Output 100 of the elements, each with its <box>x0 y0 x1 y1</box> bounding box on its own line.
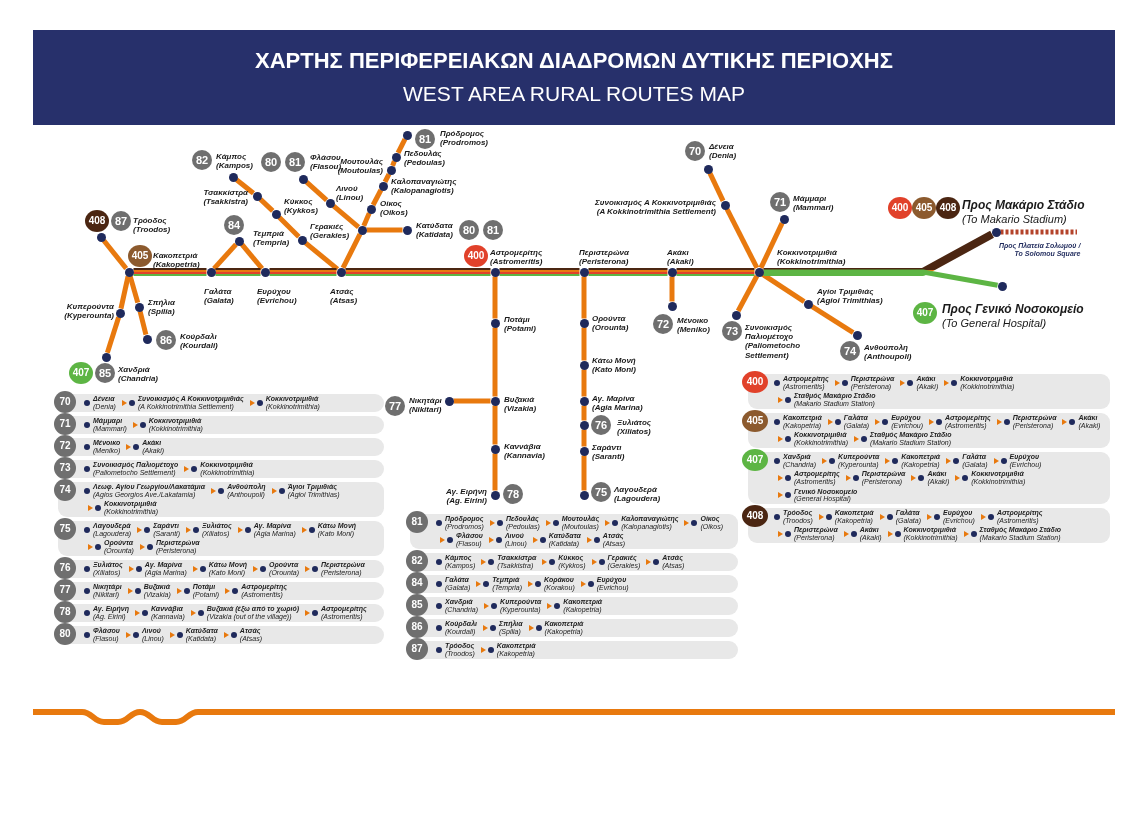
station-name-english: (Oikos) <box>380 208 408 218</box>
route-badge: 85 <box>95 363 115 383</box>
route-line <box>118 275 131 310</box>
station-name: Τσακκίστρα <box>203 188 248 198</box>
route-line <box>269 268 337 276</box>
station-name: Περιστερώνα <box>579 248 629 258</box>
station-name: Οίκος <box>380 199 403 209</box>
route-line <box>492 405 498 445</box>
station-name: Κάτω Μονή <box>592 356 636 366</box>
station-name: Ευρύχου <box>257 287 292 297</box>
route-line <box>492 453 498 491</box>
route-line <box>1000 229 1077 235</box>
station-name-english: (Vizakia) <box>504 404 537 414</box>
route-badge: 407 <box>913 302 937 324</box>
route-line <box>212 242 238 271</box>
route-badge: 76 <box>54 557 76 579</box>
route-badge: 78 <box>503 484 523 504</box>
station-name: Προς Γενικό Νοσοκομείο <box>942 303 1084 317</box>
route-badge: 74 <box>840 341 860 361</box>
route-line <box>366 227 403 233</box>
route-line <box>137 310 149 336</box>
route-line <box>127 275 141 304</box>
station-name: Πεδουλάς <box>404 149 443 159</box>
route-line <box>101 238 129 271</box>
route-line <box>581 405 587 421</box>
station-name: Αστρομερίτης <box>490 248 543 258</box>
route-badge: 71 <box>54 413 76 435</box>
route-line <box>215 268 261 276</box>
route-badge: 80 <box>459 220 479 240</box>
route-badge: 400 <box>742 371 768 393</box>
station-name-english: (Tempria) <box>253 238 290 248</box>
route-badge: 87 <box>111 211 131 231</box>
station-name: Κάμπος <box>216 152 248 162</box>
route-badge: 405 <box>912 197 936 219</box>
station-name: Κοκκινοτριμιθιά <box>777 248 838 258</box>
route-line <box>382 172 392 184</box>
station-name-english: (Linou) <box>336 193 364 203</box>
station-name: Λινού <box>336 184 359 194</box>
station-name: Αγίοι Τριμιθιάς <box>817 287 875 297</box>
route-line <box>669 276 675 302</box>
route-badge: 81 <box>483 220 503 240</box>
map-title: ΧΑΡΤΗΣ ΠΕΡΙΦΕΡΕΙΑΚΩΝ ΔΙΑΔΡΟΜΩΝ ΔΥΤΙΚΗΣ ΠΕΡΙΟΧΗΣ <box>254 48 894 74</box>
route-line <box>581 369 587 397</box>
route-badge: 408 <box>85 210 109 232</box>
station-name: Μουτουλάς <box>340 157 383 166</box>
route-line <box>277 215 301 239</box>
route-badge: 80 <box>54 623 76 645</box>
station-name-english: (Ag. Eirini) <box>445 496 487 506</box>
route-line <box>707 172 726 202</box>
route-line <box>676 268 755 276</box>
route-line <box>499 268 580 276</box>
route-badge: 78 <box>54 601 76 623</box>
route-line <box>763 269 998 288</box>
route-badge: 73 <box>722 321 742 341</box>
route-line <box>763 230 994 276</box>
route-badge: 80 <box>261 152 281 172</box>
route-badge: 400 <box>464 245 488 267</box>
route-badge: 81 <box>285 152 305 172</box>
route-badge: 408 <box>936 197 960 219</box>
station-name-english: (Paliometocho Settlement) <box>745 341 802 360</box>
station-name: Γαλάτα <box>204 287 233 297</box>
route-line <box>104 316 122 354</box>
station-name: Πρόδρομος <box>440 129 486 139</box>
route-line <box>810 304 855 335</box>
station-name: Βυζακιά <box>504 395 536 405</box>
route-badge: 72 <box>653 314 673 334</box>
station-name-english: (Akaki) <box>667 257 694 267</box>
station-name-english: (To General Hospital) <box>942 316 1048 330</box>
route-line <box>345 268 491 276</box>
station-name: Ανθούπολη <box>864 343 909 353</box>
route-badge: 86 <box>156 330 176 350</box>
station-name: Μάμμαρι <box>793 194 828 204</box>
route-badge: 74 <box>54 479 76 501</box>
station-name-english: (Galata) <box>204 296 234 306</box>
route-badge: 408 <box>742 505 768 527</box>
station-name-english: (Kampos) <box>216 161 253 171</box>
station-name-english: (Astromeritis) <box>490 257 543 267</box>
route-line <box>581 327 587 361</box>
route-line <box>581 429 587 447</box>
station-name: Καννάβια <box>504 442 542 452</box>
route-badge: 76 <box>591 415 611 435</box>
route-line <box>361 212 372 227</box>
route-line <box>492 276 498 319</box>
station-name-english: (Kokkinotrimithia) <box>777 257 846 267</box>
route-badge: 84 <box>406 572 428 594</box>
station-name-english: (Atsas) <box>330 296 358 306</box>
station-name: Σαράντι <box>592 443 623 453</box>
station-name: Συνοικισμός Α Κοκκινοτριμιθιάς <box>595 198 716 208</box>
station-name-english: (Denia) <box>709 151 737 161</box>
route-badge: 87 <box>406 638 428 660</box>
route-badge: 81 <box>406 511 428 533</box>
map-subtitle: WEST AREA RURAL ROUTES MAP <box>402 82 746 106</box>
route-line <box>370 188 384 207</box>
route-badge: 72 <box>54 435 76 457</box>
station-name: Τρόοδος <box>133 216 168 226</box>
route-line <box>453 398 491 404</box>
route-line <box>395 137 408 155</box>
station-name-english: (Kourdali) <box>180 341 218 351</box>
station-name-english: (Evrichou) <box>257 296 297 306</box>
station-name: Νικητάρι <box>409 396 442 406</box>
